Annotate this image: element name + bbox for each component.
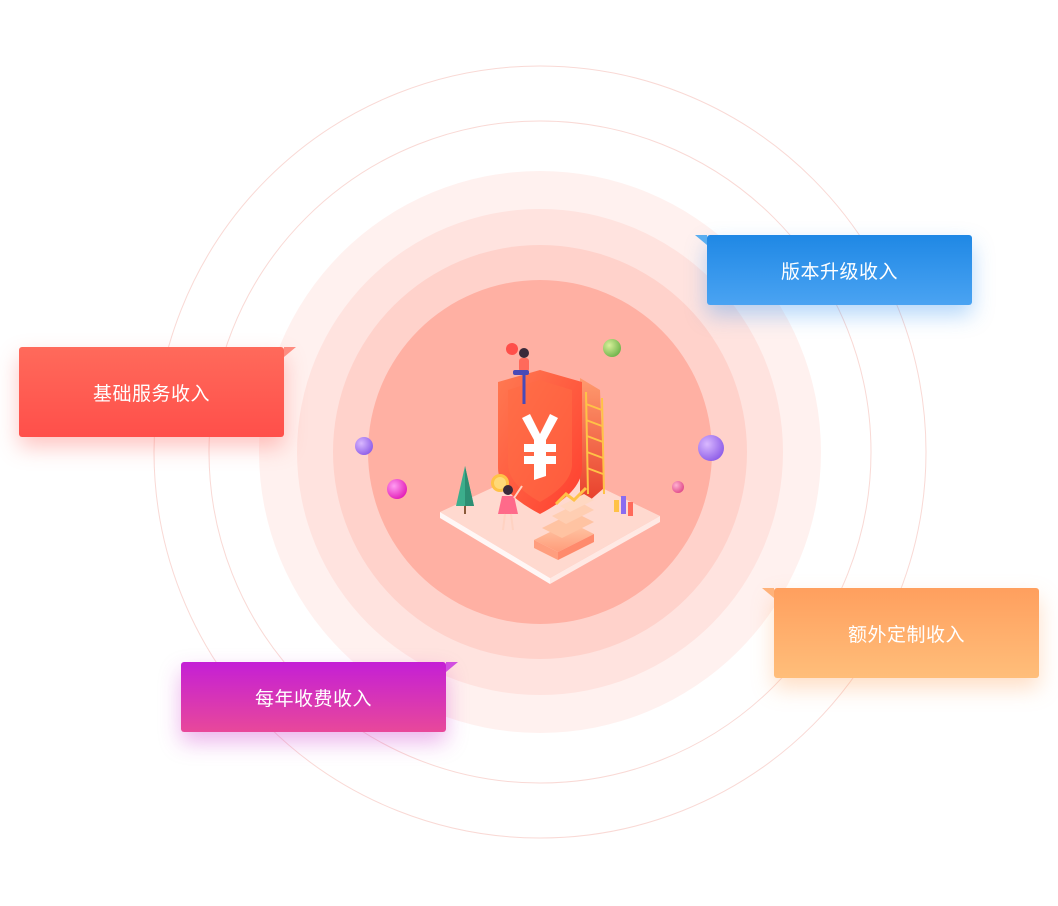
yen-symbol bbox=[522, 414, 558, 480]
card-fold bbox=[695, 235, 707, 245]
middle-ring bbox=[208, 120, 872, 784]
staircase-icon bbox=[534, 494, 594, 560]
orb-rose-right bbox=[672, 481, 684, 493]
card-fold bbox=[446, 662, 458, 672]
outer-ring bbox=[153, 65, 927, 839]
person-sitting-icon bbox=[513, 348, 529, 404]
card-fold bbox=[284, 347, 296, 357]
custom-income-card: 额外定制收入 bbox=[762, 588, 1039, 678]
orb-pink-left bbox=[387, 479, 407, 499]
bar-chart-icon bbox=[614, 496, 633, 516]
orb-purple-right bbox=[698, 435, 724, 461]
person-icon bbox=[498, 485, 523, 531]
card-fold bbox=[762, 588, 774, 598]
platform-top bbox=[440, 462, 660, 578]
annual-fee-income-card: 每年收费收入 bbox=[181, 662, 458, 732]
basic-service-income-label: 基础服务收入 bbox=[92, 382, 210, 405]
version-upgrade-income-label: 版本升级收入 bbox=[780, 260, 898, 283]
platform-rim bbox=[440, 512, 550, 584]
orb-purple-left bbox=[355, 437, 373, 455]
ladder-icon bbox=[585, 391, 605, 495]
custom-income-label: 额外定制收入 bbox=[847, 623, 965, 646]
orb-green-top bbox=[603, 339, 621, 357]
platform-rim-right bbox=[550, 516, 660, 584]
finance-illustration bbox=[440, 343, 660, 584]
annual-fee-income-label: 每年收费收入 bbox=[254, 687, 372, 710]
growth-arrow bbox=[554, 486, 588, 506]
tree-icon bbox=[456, 466, 474, 514]
basic-service-income-card: 基础服务收入 bbox=[19, 347, 296, 437]
coin-badge-icon bbox=[506, 343, 518, 355]
version-upgrade-income-card: 版本升级收入 bbox=[695, 235, 972, 305]
